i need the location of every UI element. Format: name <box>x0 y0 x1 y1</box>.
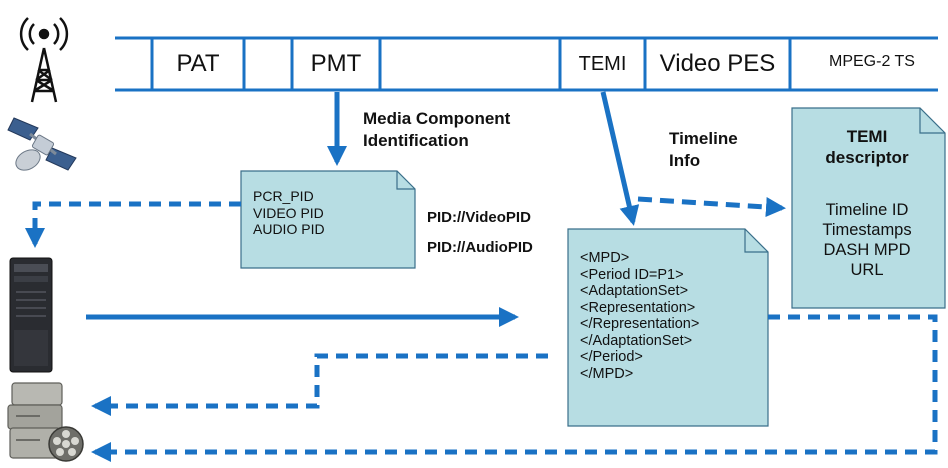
temi-title-line: TEMI <box>846 127 888 146</box>
temi-descriptor-fields: Timeline ID Timestamps DASH MPD URL <box>792 200 942 280</box>
pid-video-label: PID://VideoPID <box>427 209 531 226</box>
mpd-line: </AdaptationSet> <box>580 332 693 349</box>
temi-field: Timestamps <box>822 221 912 239</box>
mpd-line: <AdaptationSet> <box>580 283 689 299</box>
media-component-line: Media Component <box>363 109 511 128</box>
mpd-document-shape <box>567 228 769 427</box>
ts-bar <box>115 36 938 92</box>
pid-table: PCR_PID VIDEO PID AUDIO PID <box>253 188 325 238</box>
media-component-label: Media Component Identification <box>363 108 510 152</box>
temi-to-film-arrow <box>91 314 938 462</box>
pid-table-line: VIDEO PID <box>253 204 324 221</box>
mpd-line: </MPD> <box>580 365 634 382</box>
timeline-info-line: Info <box>669 151 701 170</box>
timeline-info-arrow <box>637 196 786 217</box>
mpd-line: </Representation> <box>580 316 700 332</box>
temi-title-line: descriptor <box>825 148 909 167</box>
temi-to-mpd-arrow <box>600 91 640 226</box>
ts-label: MPEG-2 TS <box>829 53 915 70</box>
temi-descriptor-title: TEMI descriptor <box>792 126 942 168</box>
broadcast-tower-icon <box>19 17 69 103</box>
ts-cell-pat: PAT <box>176 50 220 77</box>
mpd-line: <Representation> <box>580 299 696 316</box>
timeline-info-label: Timeline Info <box>669 128 738 172</box>
mpd-document: <MPD> <Period ID=P1> <AdaptationSet> <Re… <box>580 250 699 382</box>
flow-arrows <box>25 91 938 462</box>
film-reel-icon <box>48 426 84 462</box>
pid-table-line: AUDIO PID <box>253 221 325 237</box>
mpd-line: </Period> <box>580 349 643 365</box>
temi-field: DASH MPD <box>823 241 911 259</box>
mpd-to-storage-arrow <box>91 353 548 416</box>
mpd-line: <MPD> <box>580 250 630 266</box>
mpd-line: <Period ID=P1> <box>580 266 684 283</box>
timeline-info-line: Timeline <box>669 129 738 148</box>
temi-field: URL <box>850 261 884 279</box>
ts-cell-temi: TEMI <box>578 52 627 75</box>
media-component-line: Identification <box>363 131 469 150</box>
pid-table-shape <box>240 170 416 269</box>
server-tower-icon <box>9 257 53 373</box>
ts-cell-video-pes: Video PES <box>659 50 776 77</box>
pid-table-line: PCR_PID <box>253 188 314 204</box>
temi-descriptor: TEMI descriptor Timeline ID Timestamps D… <box>792 126 942 280</box>
ts-cell-pmt: PMT <box>310 50 362 77</box>
pid-audio-label: PID://AudioPID <box>427 239 533 256</box>
satellite-icon <box>7 117 77 171</box>
temi-field: Timeline ID <box>825 201 909 219</box>
temi-descriptor-shape <box>791 107 946 309</box>
pid-to-server-arrow <box>25 201 241 248</box>
storage-devices-icon <box>7 382 63 459</box>
